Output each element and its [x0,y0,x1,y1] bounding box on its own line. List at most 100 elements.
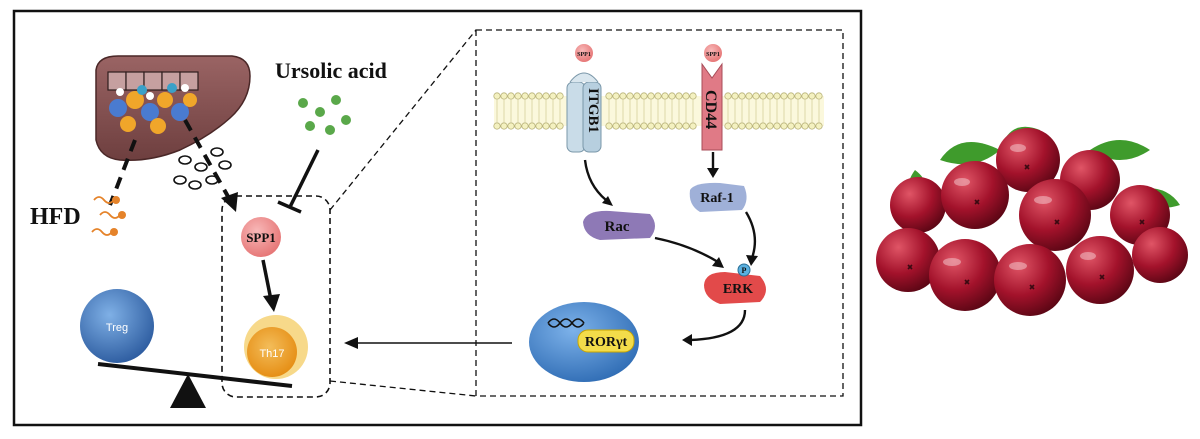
phospholipid-head [605,122,613,130]
pathway-detail-box [475,29,844,397]
phospholipid-head [773,92,781,100]
phospholipid-head [668,122,676,130]
phospho-icon [737,263,751,277]
liver-to-spp1-arrow [183,119,232,201]
rac-protein: Rac [583,210,655,240]
phospholipid-head [689,122,697,130]
phospholipid-head [500,122,508,130]
balance-scale-icon [97,362,293,408]
phospholipid-head [619,122,627,130]
phospholipid-head [724,92,732,100]
rorgt-label: RORγt [585,335,628,350]
cd44-receptor: CD44 [701,62,723,151]
spp1-to-th17-arrow [261,259,273,301]
phospholipid-head [654,122,662,130]
erk-label: ERK [723,282,753,297]
itgb1-to-rac-arrow [583,159,607,201]
phospholipid-head [500,92,508,100]
main-frame [12,9,863,427]
treg-cell [80,289,154,363]
rac-label: Rac [605,219,630,235]
liver-icon [95,55,251,162]
ursolic-acid-label: Ursolic acid [275,58,387,83]
phospholipid-head [626,92,634,100]
rac-to-erk-arrow [654,236,719,264]
phospholipid-head [759,92,767,100]
phospholipid-head [675,92,683,100]
phospholipid-head [766,122,774,130]
phospholipid-head [612,92,620,100]
phospholipid-head [535,92,543,100]
treg-label: Treg [106,322,128,334]
itgb1-receptor: ITGB1 [566,72,602,153]
th17-cell [247,327,297,377]
phospholipid-head [808,92,816,100]
fat-molecules-icon [91,196,126,236]
phospholipid-head [661,92,669,100]
phospholipid-head [731,122,739,130]
erk-protein: ERK [704,272,766,304]
phospholipid-head [493,122,501,130]
raf1-protein: Raf-1 [689,182,747,212]
phospholipid-head [507,122,515,130]
phospholipid-head [682,122,690,130]
phospho-label: P [742,266,747,275]
liver-to-spp1-arrowhead [221,192,238,212]
cranberry-image [876,126,1188,316]
phospholipid-head [647,92,655,100]
receptor-spp1-left-label: SPP1 [577,52,591,58]
zoom-line-top [329,29,477,211]
phospholipid-head [514,92,522,100]
zoom-line-bottom [329,380,477,397]
phospholipid-head [745,122,753,130]
phospholipid-head [794,92,802,100]
rorgt-to-th17-arrowhead [344,337,358,349]
phospholipid-head [759,122,767,130]
secreted-molecules-icon [173,147,232,190]
phospholipid-head [654,92,662,100]
phospholipid-head [801,122,809,130]
itgb1-label: ITGB1 [585,88,601,133]
phospholipid-head [689,92,697,100]
phospholipid-head [738,122,746,130]
phospholipid-head [752,122,760,130]
phospholipid-head [787,122,795,130]
phospholipid-head [766,92,774,100]
phospholipid-head [815,122,823,130]
phospholipid-head [619,92,627,100]
phospholipid-head [626,122,634,130]
phospholipid-head [521,122,529,130]
cell-membrane [493,92,824,130]
phospholipid-head [661,122,669,130]
phospholipid-head [752,92,760,100]
spp1-ball [241,217,281,257]
phospholipid-head [528,122,536,130]
phospholipid-head [633,122,641,130]
dna-icon [547,318,585,328]
phospholipid-head [535,122,543,130]
phospholipid-head [675,122,683,130]
phospholipid-head [815,92,823,100]
phospholipid-head [542,92,550,100]
receptor-spp1-right-label: SPP1 [706,52,720,58]
phospholipid-head [731,92,739,100]
phospholipid-head [787,92,795,100]
phospholipid-head [808,122,816,130]
ursolic-acid-molecules-icon [298,95,351,135]
raf1-to-erk-arrow [744,211,757,259]
phospholipid-head [668,92,676,100]
phospholipid-head [605,92,613,100]
phospholipid-head [633,92,641,100]
phospholipid-head [745,92,753,100]
phospholipid-head [780,122,788,130]
spp1-ligand-cd44 [704,44,722,62]
phospholipid-head [549,92,557,100]
th17-label: Th17 [259,348,284,360]
phospholipid-head [640,92,648,100]
phospholipid-head [794,122,802,130]
phospholipid-head [682,92,690,100]
phospholipid-head [640,122,648,130]
erk-to-rorgt-arrow [689,309,747,342]
liver-to-hfd-dash [108,139,137,206]
